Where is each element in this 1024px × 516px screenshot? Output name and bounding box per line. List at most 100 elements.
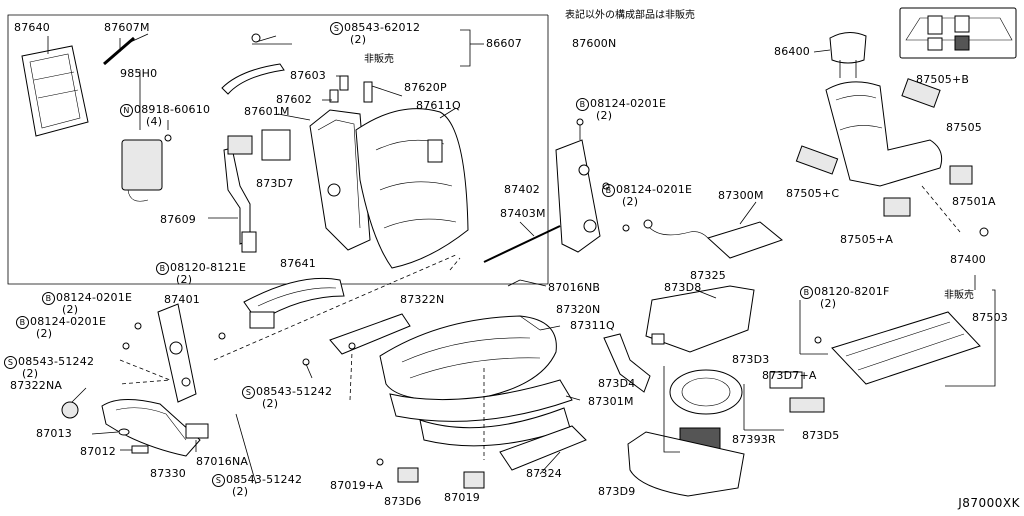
label-87400: 87400 xyxy=(950,253,986,266)
s-prefix-icon: S xyxy=(212,474,225,487)
label-08124-left2-qty: (2) xyxy=(36,327,53,340)
label-08124-mid-qty: (2) xyxy=(622,195,639,208)
part-87300M-mat xyxy=(643,201,784,259)
label-87609: 87609 xyxy=(160,213,196,226)
part-87330-side-finisher xyxy=(61,399,209,457)
label-87019: 87019 xyxy=(444,491,480,504)
part-87019-clip xyxy=(463,471,485,489)
label-87602: 87602 xyxy=(276,93,312,106)
label-873D6: 873D6 xyxy=(384,495,422,508)
part-985H0-module xyxy=(121,70,172,202)
label-87300M: 87300M xyxy=(718,189,764,202)
n-prefix-icon: N xyxy=(120,104,133,117)
label-87503: 87503 xyxy=(972,311,1008,324)
label-87322NA: 87322NA xyxy=(10,379,63,392)
bracket-873D5 xyxy=(663,366,680,453)
label-86607: 86607 xyxy=(486,37,522,50)
label-87012: 87012 xyxy=(80,445,116,458)
bracket-86607 xyxy=(460,29,471,67)
b-prefix-icon: B xyxy=(800,286,813,299)
label-87501A: 87501A xyxy=(952,195,996,208)
dashed-leader-left xyxy=(119,359,171,385)
label-08120-8121E-qty: (2) xyxy=(176,273,193,286)
label-985H0: 985H0 xyxy=(120,67,158,80)
not-sold-note-2: 非販売 xyxy=(944,290,974,301)
b-prefix-icon: B xyxy=(576,98,589,111)
label-873D8: 873D8 xyxy=(664,281,702,294)
label-87301M: 87301M xyxy=(588,395,634,408)
part-87601M-seatback-frame xyxy=(309,109,371,251)
leader-line-lower xyxy=(213,253,459,361)
label-08124-left1-qty: (2) xyxy=(62,303,79,316)
label-87600N: 87600N xyxy=(572,37,617,50)
label-87620P: 87620P xyxy=(404,81,447,94)
label-08120-8201F-qty: (2) xyxy=(820,297,837,310)
label-87324: 87324 xyxy=(526,467,562,480)
part-87403M-rod xyxy=(483,225,561,263)
b-prefix-icon: B xyxy=(602,184,615,197)
label-87505-b: 87505+B xyxy=(916,73,970,86)
vehicle-thumbnail-icon xyxy=(899,7,1017,59)
part-87609-harness xyxy=(223,135,257,253)
label-873D7A: 873D7+A xyxy=(762,369,817,382)
part-873D7A-connector xyxy=(769,371,825,413)
part-87607M-rod xyxy=(103,36,135,66)
label-873D9: 873D9 xyxy=(598,485,636,498)
label-86400: 86400 xyxy=(774,45,810,58)
part-87324-front-panel xyxy=(499,425,587,471)
label-87330: 87330 xyxy=(150,467,186,480)
part-87640-back-board xyxy=(21,45,89,137)
seat-assembly-overview xyxy=(795,78,989,237)
part-873D4-duct xyxy=(603,333,651,393)
label-87013: 87013 xyxy=(36,427,72,440)
b-prefix-icon: B xyxy=(156,262,169,275)
label-87505: 87505 xyxy=(946,121,982,134)
label-87016NB: 87016NB xyxy=(548,281,601,294)
label-87607M: 87607M xyxy=(104,21,150,34)
bracket-87400 xyxy=(945,289,996,387)
part-87641-lumbar xyxy=(218,277,345,340)
part-headrest-rod-86607 xyxy=(221,33,373,103)
s-prefix-icon: S xyxy=(242,386,255,399)
label-87601M: 87601M xyxy=(244,105,290,118)
label-87019-a: 87019+A xyxy=(330,479,384,492)
b-prefix-icon: B xyxy=(16,316,29,329)
part-87301M-seat-frame xyxy=(349,351,573,460)
label-87505-c: 87505+C xyxy=(786,187,840,200)
label-87403M: 87403M xyxy=(500,207,546,220)
label-873D5: 873D5 xyxy=(802,429,840,442)
s-prefix-icon: S xyxy=(4,356,17,369)
label-873D4: 873D4 xyxy=(598,377,636,390)
part-87401-recliner xyxy=(122,303,197,403)
label-87611Q: 87611Q xyxy=(416,99,461,112)
label-87402: 87402 xyxy=(504,183,540,196)
label-87311Q: 87311Q xyxy=(570,319,615,332)
label-87640: 87640 xyxy=(14,21,50,34)
header-note: 表記以外の構成部品は非販売 xyxy=(565,10,695,21)
label-08124-top-qty: (2) xyxy=(596,109,613,122)
diagram-reference-code: J87000XK xyxy=(958,496,1020,510)
part-873D8-bracket xyxy=(645,285,755,353)
part-873D3-blower xyxy=(669,369,743,415)
part-87611Q-seatback-pad xyxy=(355,108,469,269)
label-87505-a: 87505+A xyxy=(840,233,894,246)
label-873D3: 873D3 xyxy=(732,353,770,366)
label-87401: 87401 xyxy=(164,293,200,306)
label-87322N: 87322N xyxy=(400,293,445,306)
label-87016NA: 87016NA xyxy=(196,455,249,468)
b-prefix-icon: B xyxy=(42,292,55,305)
label-87325: 87325 xyxy=(690,269,726,282)
label-08543-51242-a-qty: (2) xyxy=(22,367,39,380)
